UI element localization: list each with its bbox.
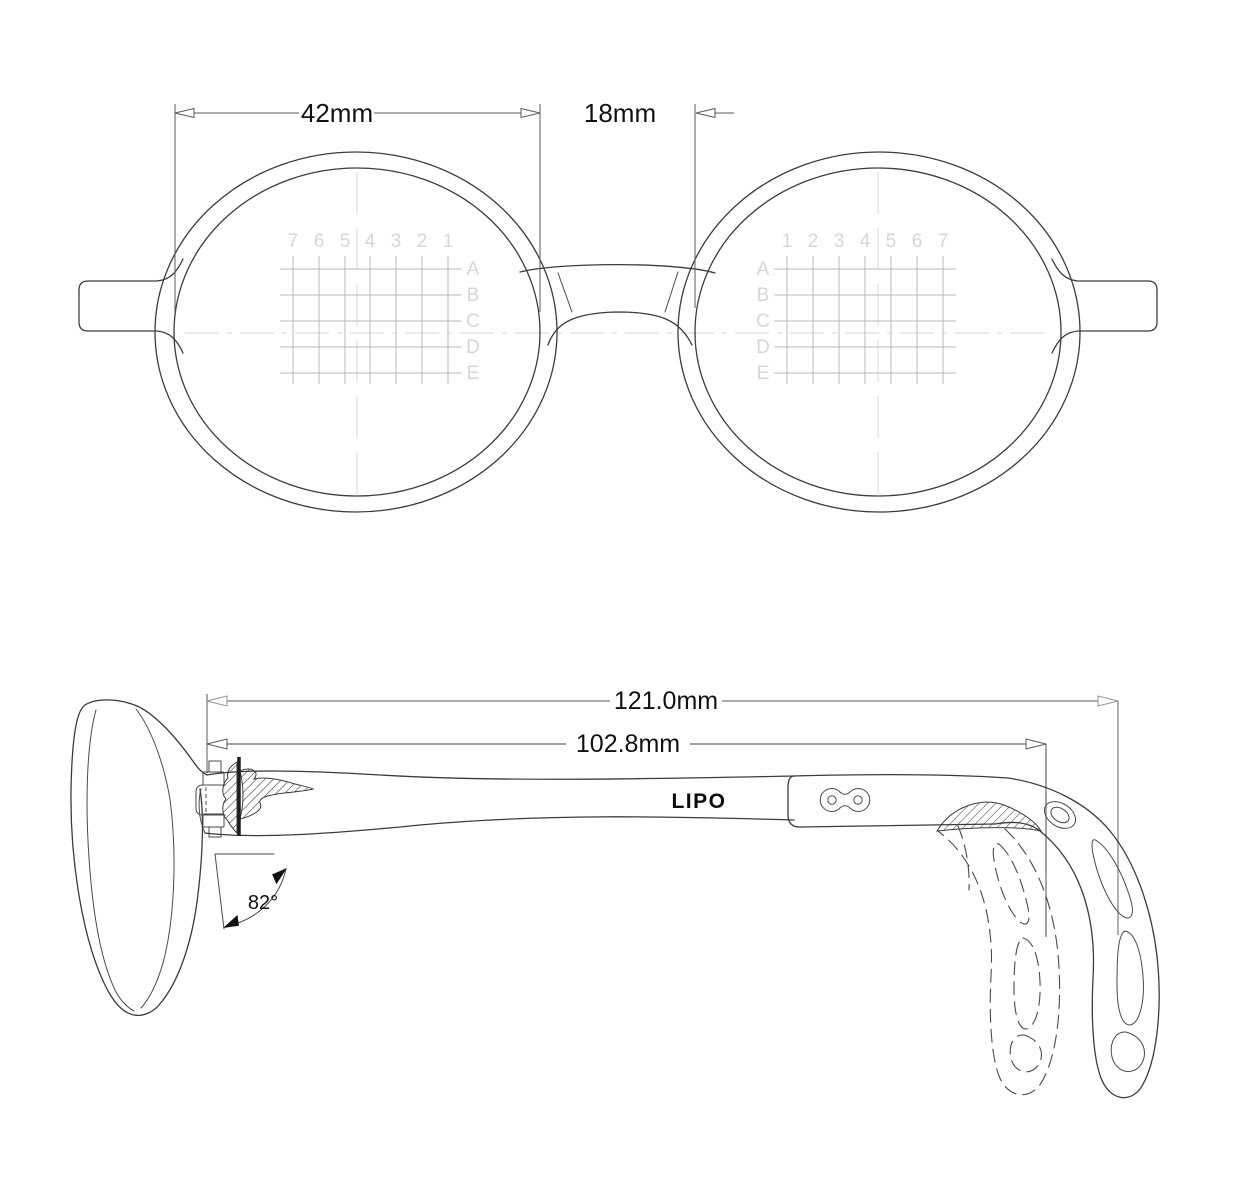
grid-row-label: D: [756, 337, 770, 358]
arrow-left-icon: [174, 107, 195, 119]
arrow-right-icon: [520, 107, 541, 119]
bridge-bottom: [547, 311, 693, 346]
right-lens-edge: [694, 167, 1062, 497]
dimension-temple-total: 121.0mm: [206, 687, 1119, 935]
hinge-screw-cap-bottom: [208, 826, 222, 838]
grid-col-label: 5: [886, 231, 897, 252]
left-lens-edge: [173, 167, 541, 497]
grid-col-label: 2: [417, 231, 428, 252]
frame-front-outline: [78, 151, 1158, 513]
grid-col-label: 4: [860, 231, 871, 252]
grid-col-label: 6: [912, 231, 923, 252]
grid-col-label: 3: [834, 231, 845, 252]
grid-col-label: 6: [314, 231, 325, 252]
left-temple-tip-front: [78, 258, 184, 354]
grid-col-label: 7: [288, 231, 299, 252]
temple-tip-dashed: [937, 825, 1061, 1096]
tip-slot-upper: [1091, 839, 1133, 919]
tip-hole-bottom: [1110, 1031, 1145, 1072]
hinge-plate-hatched: [222, 761, 238, 835]
temple-tip-solid: [936, 777, 1160, 1099]
grid-col-label: 1: [782, 231, 793, 252]
temple-arm: LIPO: [204, 770, 1009, 837]
hinge-screw-bottom: [202, 813, 225, 828]
grid-col-label: 3: [391, 231, 402, 252]
temple-total-value: 121.0mm: [614, 687, 718, 715]
right-temple-tip-front: [1051, 258, 1158, 354]
bridge-top: [519, 263, 716, 274]
angle-arrow-bottom-icon: [223, 915, 239, 928]
grid-row-label: A: [467, 259, 480, 280]
lens-side-profile: [70, 699, 208, 1017]
hinge-detail: [195, 757, 315, 838]
arrow-left-icon: [206, 738, 228, 750]
bridge-left-slope: [557, 272, 573, 313]
lens-width-value: 42mm: [301, 98, 373, 128]
right-lens-grid: 1 2 3 4 5 6 7 A B C D E: [756, 231, 956, 384]
endpiece-outline: [787, 775, 996, 828]
pantoscopic-angle-value: 82°: [248, 892, 278, 914]
grid-col-label: 4: [365, 231, 376, 252]
angle-annotation: 82°: [214, 853, 287, 930]
side-view: 121.0mm 102.8mm LIPO: [70, 687, 1160, 1099]
dimension-lens-width: 42mm: [174, 98, 541, 312]
grid-row-label: E: [757, 363, 770, 384]
grid-col-label: 7: [938, 231, 949, 252]
right-rim-outer: [677, 151, 1081, 513]
temple-straight-value: 102.8mm: [576, 730, 680, 758]
grid-row-label: C: [466, 311, 480, 332]
grid-row-label: A: [757, 259, 770, 280]
grid-col-label: 1: [443, 231, 454, 252]
dimension-temple-straight: 102.8mm: [206, 730, 1047, 937]
arrow-right-icon: [1097, 695, 1119, 707]
bend-hole-outer: [1043, 801, 1077, 829]
grid-row-label: E: [467, 363, 480, 384]
brand-logo: LIPO: [671, 790, 726, 813]
figure8-hole-left: [827, 795, 837, 805]
left-lens-grid: 7 6 5 4 3 2 1 A B C D E: [280, 231, 480, 384]
bend-hole-inner: [1050, 806, 1070, 824]
grid-row-label: B: [757, 285, 770, 306]
hinge-spring-hatched: [239, 768, 315, 820]
tip-slot-lower: [1116, 930, 1144, 1026]
grid-row-label: D: [466, 337, 480, 358]
arrow-right-icon: [1025, 738, 1047, 750]
angle-arrow-top-icon: [272, 868, 287, 885]
bridge-right-slope: [664, 271, 679, 313]
arrow-left-icon: [695, 107, 716, 119]
dimension-bridge-width: 18mm: [584, 98, 734, 308]
grid-col-label: 2: [808, 231, 819, 252]
bridge-width-value: 18mm: [584, 98, 656, 128]
endpiece-top: [793, 774, 1009, 779]
grip-hatched: [936, 801, 1042, 832]
grid-row-label: C: [756, 311, 770, 332]
hinge-screw-cap-top: [208, 760, 222, 773]
grid-col-label: 5: [340, 231, 351, 252]
figure8-cutout: [819, 788, 871, 812]
arrow-left-icon: [206, 695, 228, 707]
figure8-hole-right: [853, 795, 863, 805]
hinge-bracket: [195, 784, 226, 816]
grid-row-label: B: [467, 285, 480, 306]
front-view: 7 6 5 4 3 2 1 A B C D E 1: [78, 98, 1158, 513]
left-rim-outer: [154, 151, 558, 513]
